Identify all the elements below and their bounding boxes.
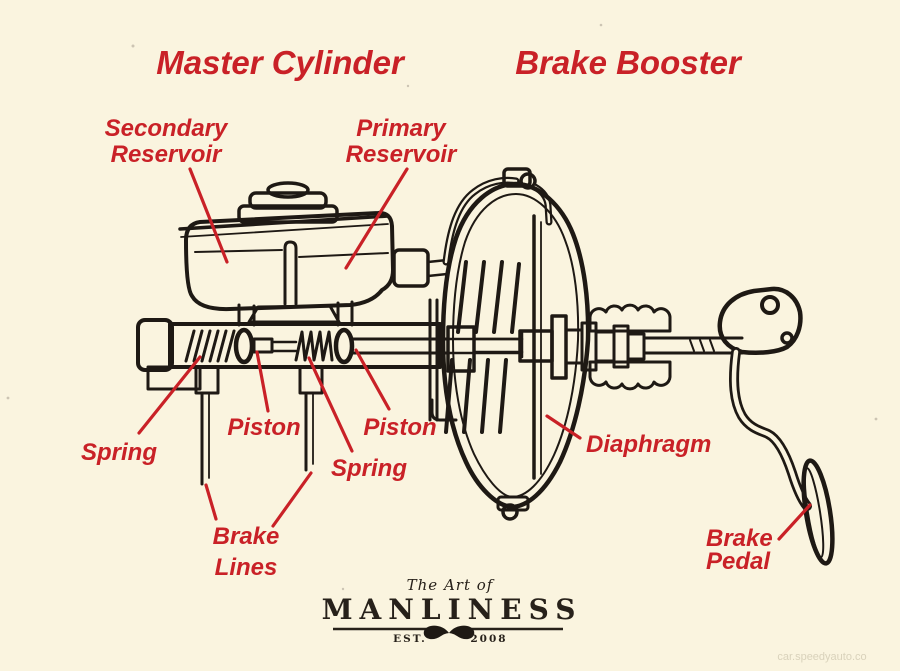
pedal-pad bbox=[801, 458, 835, 566]
fluid-level-primary bbox=[298, 252, 389, 258]
title-brake-booster: Brake Booster bbox=[515, 44, 743, 81]
mustache-icon bbox=[423, 625, 475, 640]
spring-coil-right bbox=[294, 330, 334, 362]
paper-specks bbox=[6, 23, 878, 591]
diaphragm-hub bbox=[518, 329, 554, 363]
brake-pedal-drawing bbox=[717, 286, 835, 566]
label-spring-left: Spring bbox=[81, 439, 157, 466]
label-spring-right: Spring bbox=[331, 455, 407, 482]
reservoir-divider bbox=[283, 240, 298, 306]
watermark-text: car.speedyauto.co bbox=[777, 651, 866, 663]
pivot-hole-upper bbox=[760, 295, 780, 315]
label-primary-reservoir-line2: Reservoir bbox=[346, 141, 458, 168]
push-rod bbox=[350, 337, 450, 355]
piston-rod-left bbox=[252, 337, 298, 354]
piston-right-seal bbox=[333, 327, 355, 365]
leader-secondary-reservoir bbox=[188, 167, 229, 264]
leader-piston-right bbox=[354, 348, 391, 411]
leader-brake-pedal bbox=[777, 503, 812, 541]
threaded-studs bbox=[588, 303, 672, 391]
label-diaphragm: Diaphragm bbox=[586, 431, 711, 458]
logo-est: EST. bbox=[393, 633, 427, 645]
diaphragm-drawing bbox=[518, 214, 554, 480]
leader-brake-line-right bbox=[271, 471, 313, 528]
brake-line-port-left bbox=[194, 365, 220, 395]
brake-line-port-right bbox=[298, 365, 324, 395]
brake-lines-drawing bbox=[200, 391, 314, 486]
booster-center-rod bbox=[446, 337, 522, 355]
leader-piston-left bbox=[255, 350, 270, 413]
output-shaft bbox=[550, 314, 646, 380]
aom-logo: The Art of MANLINESS EST. 2008 bbox=[322, 576, 575, 645]
leader-primary-reservoir bbox=[344, 167, 409, 270]
barrel-end-cap bbox=[136, 318, 174, 372]
booster-bottom-fitting bbox=[496, 495, 530, 521]
label-secondary-reservoir-line2: Reservoir bbox=[111, 141, 223, 168]
title-master-cylinder: Master Cylinder bbox=[156, 44, 406, 81]
pivot-hole-lower bbox=[780, 331, 794, 345]
leader-diaphragm bbox=[545, 414, 582, 440]
logo-year: 2008 bbox=[470, 633, 507, 645]
leader-spring-left bbox=[137, 355, 202, 435]
piston-left-seal bbox=[233, 327, 255, 365]
booster-spring bbox=[444, 260, 521, 434]
leader-spring-right bbox=[307, 356, 354, 453]
leader-brake-line-left bbox=[204, 483, 218, 521]
booster-shell-inner bbox=[452, 193, 580, 498]
spring-coil-left bbox=[184, 329, 236, 363]
logo-tagline: The Art of bbox=[407, 576, 495, 594]
check-valve bbox=[392, 248, 449, 288]
label-piston-right: Piston bbox=[363, 414, 436, 441]
fluid-level-secondary bbox=[194, 249, 283, 253]
master-cylinder-drawing bbox=[136, 181, 524, 486]
pedal-pivot-bracket bbox=[717, 286, 803, 356]
brake-booster-drawing bbox=[392, 167, 744, 521]
label-primary-reservoir-line1: Primary bbox=[356, 115, 447, 142]
pedal-arm bbox=[729, 347, 812, 511]
label-brake-pedal-line1: Brake bbox=[706, 525, 773, 552]
booster-top-fitting bbox=[502, 167, 532, 188]
reservoir-outline bbox=[184, 210, 395, 312]
label-brake-pedal-line2: Pedal bbox=[706, 548, 771, 575]
reservoir-cap bbox=[237, 181, 339, 224]
label-piston-left: Piston bbox=[227, 414, 300, 441]
booster-shell-outer bbox=[440, 181, 591, 510]
pedal-push-rod bbox=[642, 336, 744, 355]
label-brake-lines-line1: Brake bbox=[213, 523, 280, 550]
label-brake-lines-line2: Lines bbox=[215, 554, 278, 581]
booster-front-flange bbox=[428, 298, 458, 422]
label-secondary-reservoir-line1: Secondary bbox=[105, 115, 229, 142]
